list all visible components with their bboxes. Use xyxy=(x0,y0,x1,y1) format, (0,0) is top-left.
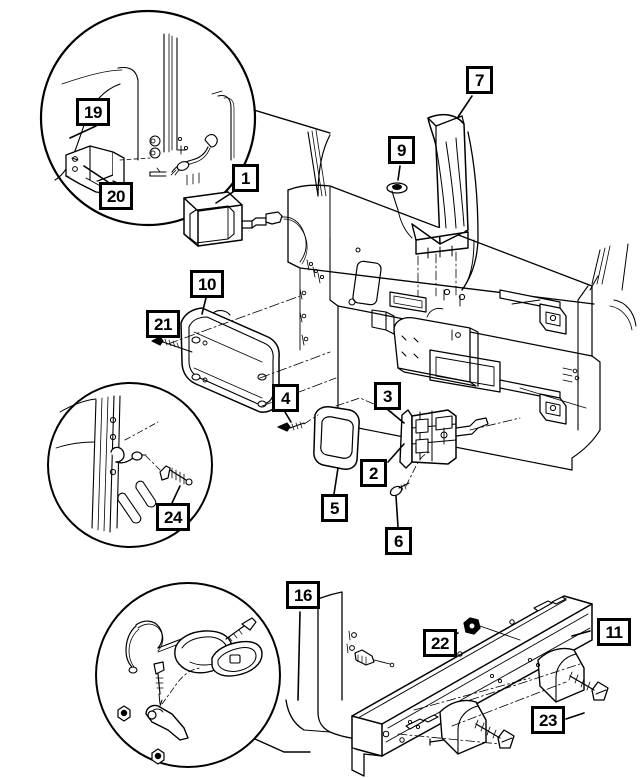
callout-16[interactable]: 16 xyxy=(286,581,320,609)
tail-gate-latch-assembly xyxy=(386,408,521,528)
grommet-plug xyxy=(386,165,413,239)
callout-23[interactable]: 23 xyxy=(531,706,565,734)
callout-20[interactable]: 20 xyxy=(99,182,133,210)
bumper-nut xyxy=(463,617,521,641)
tail-gate-support-strap xyxy=(411,95,479,297)
callout-21[interactable]: 21 xyxy=(146,310,180,338)
body-rear-panel xyxy=(287,129,637,471)
callout-9[interactable]: 9 xyxy=(388,136,415,164)
inset-circle-middle-left xyxy=(47,382,213,548)
callout-3[interactable]: 3 xyxy=(374,382,401,410)
callout-19[interactable]: 19 xyxy=(76,98,110,126)
callout-11[interactable]: 11 xyxy=(597,618,631,646)
inset-circle-bottom-left xyxy=(95,582,311,768)
inset-circle-top-left xyxy=(39,9,331,227)
rear-bumper-assembly xyxy=(351,595,609,777)
callout-6[interactable]: 6 xyxy=(385,527,412,555)
callout-1[interactable]: 1 xyxy=(232,164,259,192)
callout-10[interactable]: 10 xyxy=(190,270,224,298)
callout-2[interactable]: 2 xyxy=(360,459,387,487)
tail-lamp-assembly xyxy=(183,191,308,265)
bumper-bolt-lower xyxy=(474,719,515,749)
bumper-bolt-upper xyxy=(568,671,609,701)
callout-7[interactable]: 7 xyxy=(466,66,493,94)
callout-4[interactable]: 4 xyxy=(272,384,299,412)
callout-24[interactable]: 24 xyxy=(156,503,190,531)
callout-22[interactable]: 22 xyxy=(423,629,457,657)
callout-5[interactable]: 5 xyxy=(321,494,348,522)
